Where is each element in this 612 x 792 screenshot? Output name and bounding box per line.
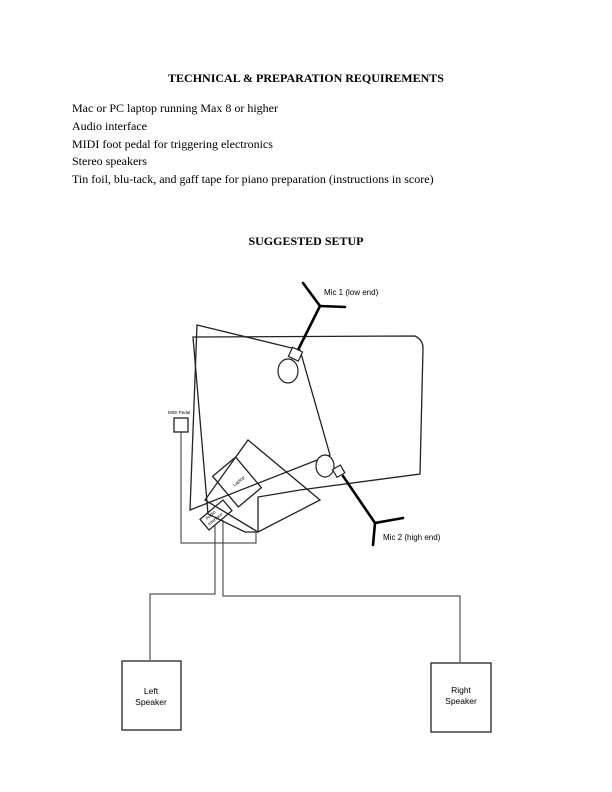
piano-lid: [189, 324, 331, 511]
laptop-label: Laptop: [232, 475, 246, 488]
suggested-setup-heading: SUGGESTED SETUP: [248, 234, 364, 248]
midi-cable: [180, 432, 257, 544]
mic-1-label: Mic 1 (low end): [324, 288, 379, 297]
midi-pedal-label: MIDI Pedal: [168, 410, 190, 415]
requirement-item: Audio interface: [72, 118, 147, 133]
audio-interface: [199, 499, 233, 531]
mic-2-icon: [315, 454, 346, 479]
mic-1-icon: [277, 346, 304, 384]
laptop: [211, 456, 263, 508]
requirement-item: Stereo speakers: [72, 154, 147, 169]
mic-1-stand: [295, 281, 347, 354]
piano-keyboard-shelf: [204, 439, 322, 533]
left-speaker-label-2: Speaker: [135, 697, 167, 707]
left-speaker: [121, 660, 182, 731]
technical-requirements-heading: TECHNICAL & PREPARATION REQUIREMENTS: [168, 71, 444, 85]
mic-2-label: Mic 2 (high end): [383, 533, 441, 542]
requirements-list: Mac or PC laptop running Max 8 or higher…: [72, 100, 434, 189]
right-speaker: [430, 662, 492, 733]
left-speaker-cable: [149, 525, 216, 660]
midi-pedal: [173, 417, 189, 433]
left-speaker-label-1: Left: [144, 686, 159, 696]
right-speaker-label-1: Right: [451, 685, 471, 695]
piano-body: [192, 335, 424, 533]
right-speaker-label-2: Speaker: [445, 696, 477, 706]
audio-interface-label-1: Audio: [204, 509, 216, 521]
requirement-item: Mac or PC laptop running Max 8 or higher: [72, 101, 278, 115]
right-speaker-cable: [222, 520, 461, 662]
requirement-item: Tin foil, blu-tack, and gaff tape for pi…: [72, 172, 434, 187]
mic-2-stand: [341, 474, 405, 547]
requirement-item: MIDI foot pedal for triggering electroni…: [72, 136, 273, 151]
